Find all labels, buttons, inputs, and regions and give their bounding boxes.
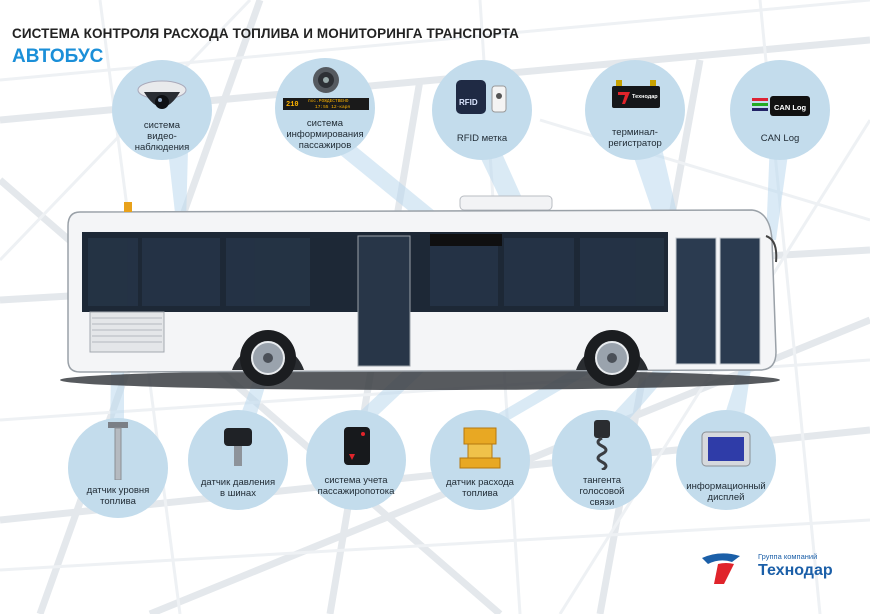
led-line1: пос.РОЖДЕСТВЕНО — [308, 99, 349, 104]
fuel-flow-sensor-icon — [459, 427, 501, 469]
item-passenger-info-system: 210 пос.РОЖДЕСТВЕНО 17:55 12-каря систем… — [275, 58, 375, 158]
page-subtitle: АВТОБУС — [12, 46, 104, 67]
speaker-display-icon — [283, 67, 369, 110]
label-line: система — [306, 118, 344, 129]
item-tire-pressure-sensor: датчик давления в шинах — [188, 410, 288, 510]
label-line: наблюдения — [134, 141, 190, 153]
led-line2: 17:55 12-каря — [315, 105, 351, 110]
label-line: регистратор — [608, 137, 662, 149]
page-title: СИСТЕМА КОНТРОЛЯ РАСХОДА ТОПЛИВА И МОНИТ… — [12, 26, 519, 41]
label-line: RFID метка — [456, 133, 508, 144]
can-log-icon — [752, 96, 810, 116]
camera-icon — [137, 80, 187, 109]
label-line: система — [143, 120, 181, 131]
logo-name: Технодар — [758, 562, 833, 579]
fuel-level-sensor-icon — [108, 422, 128, 480]
led-route: 210 — [286, 101, 299, 109]
item-info-display: информационный дисплей — [676, 410, 776, 510]
info-display-icon — [701, 431, 751, 467]
label-line: топлива — [100, 495, 136, 507]
label-line: датчик расхода — [446, 477, 514, 488]
label-line: в шинах — [220, 487, 256, 499]
label-line: видео- — [147, 130, 177, 142]
label-line: пассажиропотока — [317, 485, 395, 497]
label-line: голосовой — [579, 485, 625, 497]
terminal-icon — [612, 80, 660, 108]
label-line: связи — [589, 496, 615, 508]
label-line: терминал- — [612, 127, 658, 138]
label-line: датчик уровня — [86, 485, 150, 496]
item-can-log: CAN Log CAN Log — [730, 60, 830, 160]
item-passenger-counter: система учета пассажиропотока — [306, 410, 406, 510]
company-logo: Группа компаний Технодар — [700, 548, 860, 588]
label-line: топлива — [462, 487, 498, 499]
label-line: система учета — [324, 475, 388, 486]
label-line: CAN Log — [760, 133, 800, 144]
item-fuel-level-sensor: датчик уровня топлива — [68, 418, 168, 518]
item-fuel-flow-sensor: датчик расхода топлива — [430, 410, 530, 510]
tire-pressure-sensor-icon — [224, 428, 252, 466]
label-line: тангента — [582, 475, 622, 486]
passenger-counter-icon — [344, 427, 370, 465]
label-line: информационный — [686, 481, 766, 492]
rfid-icon — [456, 80, 507, 114]
label-line: датчик давления — [200, 477, 276, 488]
terminal-brand: Технодар — [632, 94, 658, 100]
item-voice-handset: тангента голосовой связи — [552, 410, 652, 510]
item-video-surveillance: система видео- наблюдения — [112, 60, 212, 160]
logo-small-text: Группа компаний — [758, 552, 818, 561]
item-rfid-tag: RFID RFID метка — [432, 60, 532, 160]
can-log-device-text: CAN Log — [774, 103, 807, 112]
technodar-logo-mark — [702, 553, 740, 584]
label-line: дисплей — [707, 491, 745, 503]
item-terminal-registrator: Технодар терминал- регистратор — [585, 60, 685, 160]
voice-handset-icon — [594, 420, 610, 470]
rfid-text: RFID — [459, 98, 478, 107]
label-line: информирования — [286, 128, 364, 140]
label-line: пассажиров — [298, 139, 352, 151]
